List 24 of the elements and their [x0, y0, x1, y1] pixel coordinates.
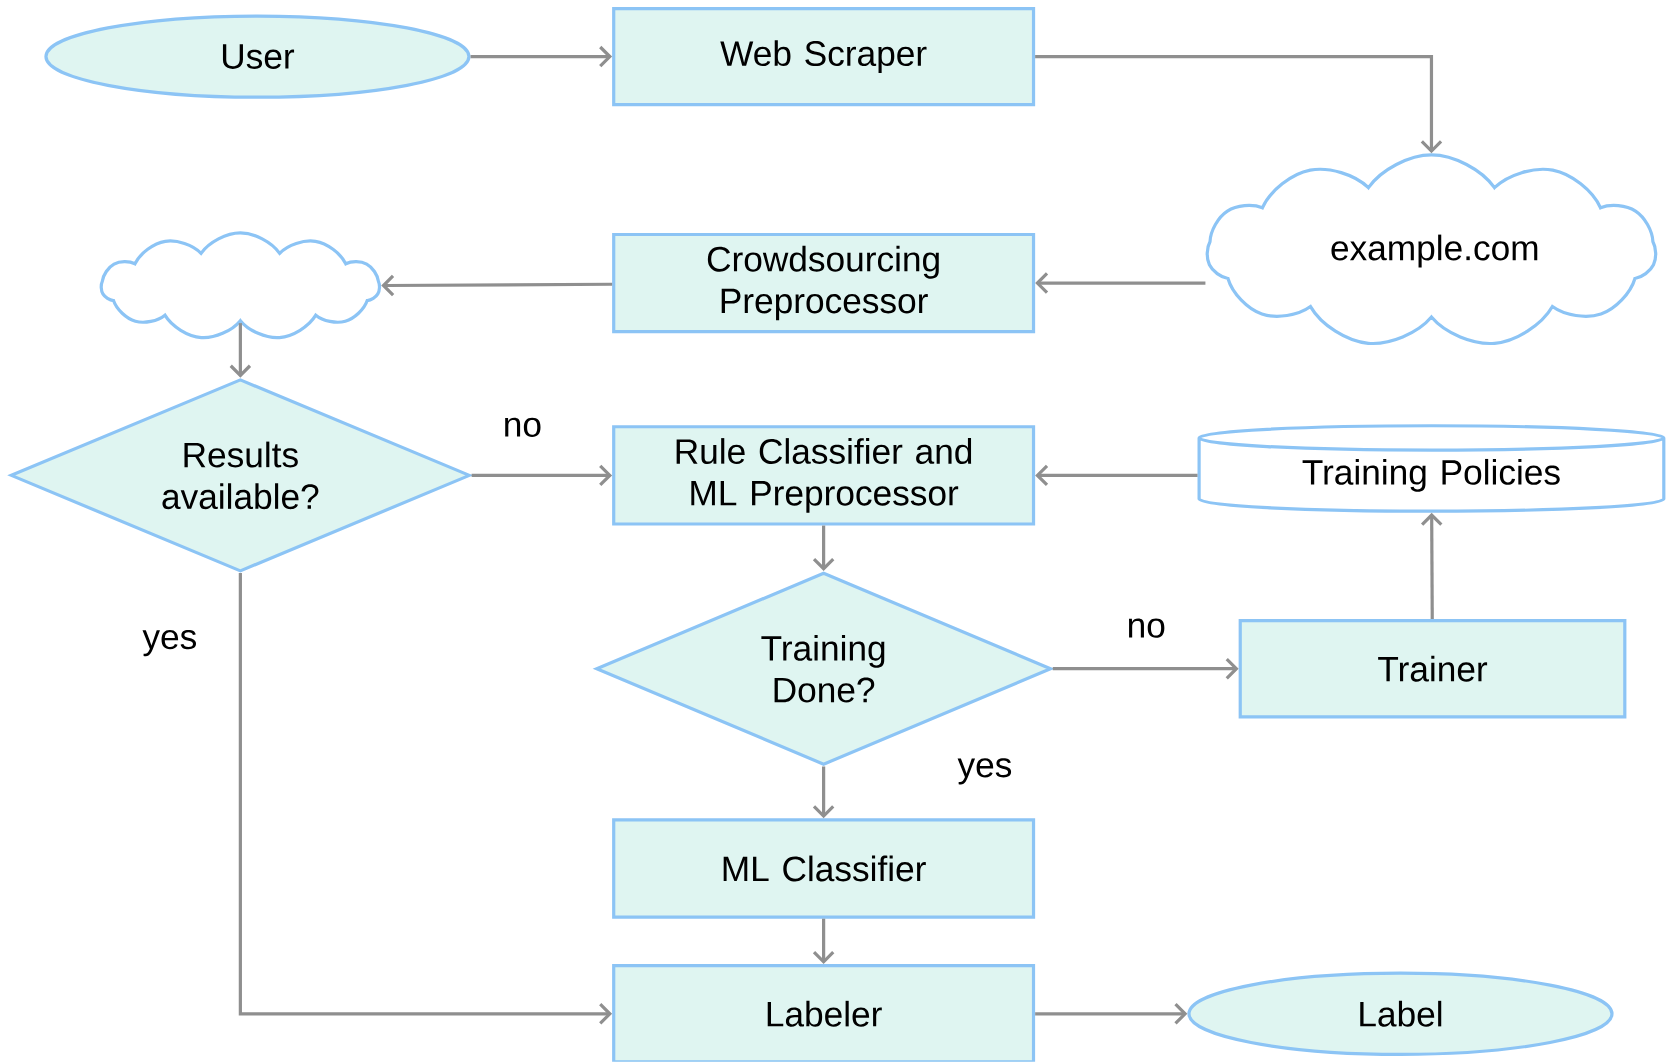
arrow: [1035, 272, 1206, 294]
arrow: [381, 274, 613, 297]
cloud-shape: [99, 231, 382, 340]
arrow: [1035, 464, 1198, 487]
arrow: [812, 918, 835, 965]
edge-label: yes: [140, 627, 200, 659]
arrow: [471, 464, 613, 487]
arrow: [812, 766, 835, 819]
arrow: [470, 45, 613, 68]
process-box: Trainer: [1238, 619, 1627, 719]
process-box: ML Classifier: [612, 818, 1036, 919]
process-box: Web Scraper: [612, 7, 1036, 107]
arrow: [812, 525, 835, 572]
edge-label: no: [1124, 616, 1168, 640]
arrow: [1035, 55, 1443, 154]
database-cylinder: Training Policies: [1197, 424, 1666, 513]
process-box: Labeler: [612, 964, 1036, 1062]
edge-label: no: [500, 415, 545, 440]
arrow: [1052, 658, 1239, 680]
arrow: [1420, 512, 1443, 620]
arrow: [1035, 1003, 1188, 1025]
arrow: [238, 573, 613, 1025]
process-box: Crowdsourcing Preprocessor: [612, 232, 1036, 334]
process-box: Rule Classifier and ML Preprocessor: [612, 425, 1036, 526]
